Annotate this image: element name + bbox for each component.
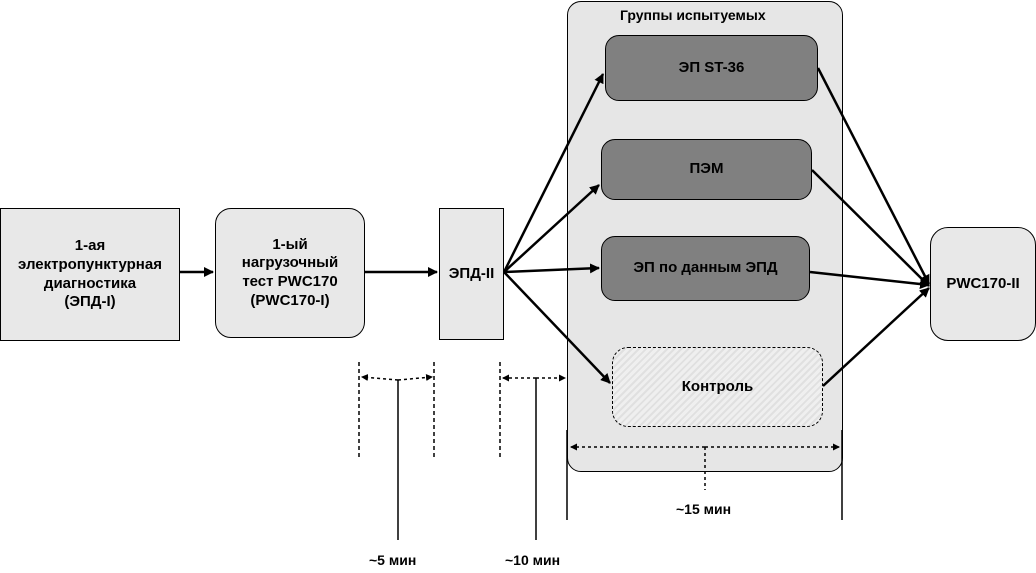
arrow-g3-pwc2 (809, 270, 930, 289)
node-pwc2: PWC170-II (930, 227, 1036, 341)
interval-label-15: ~15 мин (676, 501, 732, 517)
arrow-epd2-g3 (503, 263, 600, 274)
group-ep-by-epd: ЭП по данным ЭПД (601, 236, 810, 301)
arrow-epd2-g4 (503, 271, 611, 384)
arrow-g4-pwc2 (822, 287, 930, 387)
node-pwc1: 1-ый нагрузочный тест PWC170 (PWC170-I) (215, 208, 365, 338)
group-st36: ЭП ST-36 (605, 35, 818, 101)
node-epd2: ЭПД-II (439, 208, 504, 340)
arrow-g1-pwc2 (816, 67, 931, 285)
interval-label-10: ~10 мин (505, 552, 561, 568)
arrow-g2-pwc2 (811, 169, 930, 287)
arrow-epd2-g1 (502, 73, 605, 273)
group-title: Группы испытуемых (620, 7, 766, 23)
group-pem: ПЭМ (601, 139, 812, 200)
arrow-epd2-g2 (503, 184, 600, 273)
node-epd1: 1-ая электропунктурная диагностика (ЭПД-… (0, 208, 180, 341)
group-control: Контроль (612, 347, 823, 427)
interval-label-5: ~5 мин (369, 552, 417, 568)
